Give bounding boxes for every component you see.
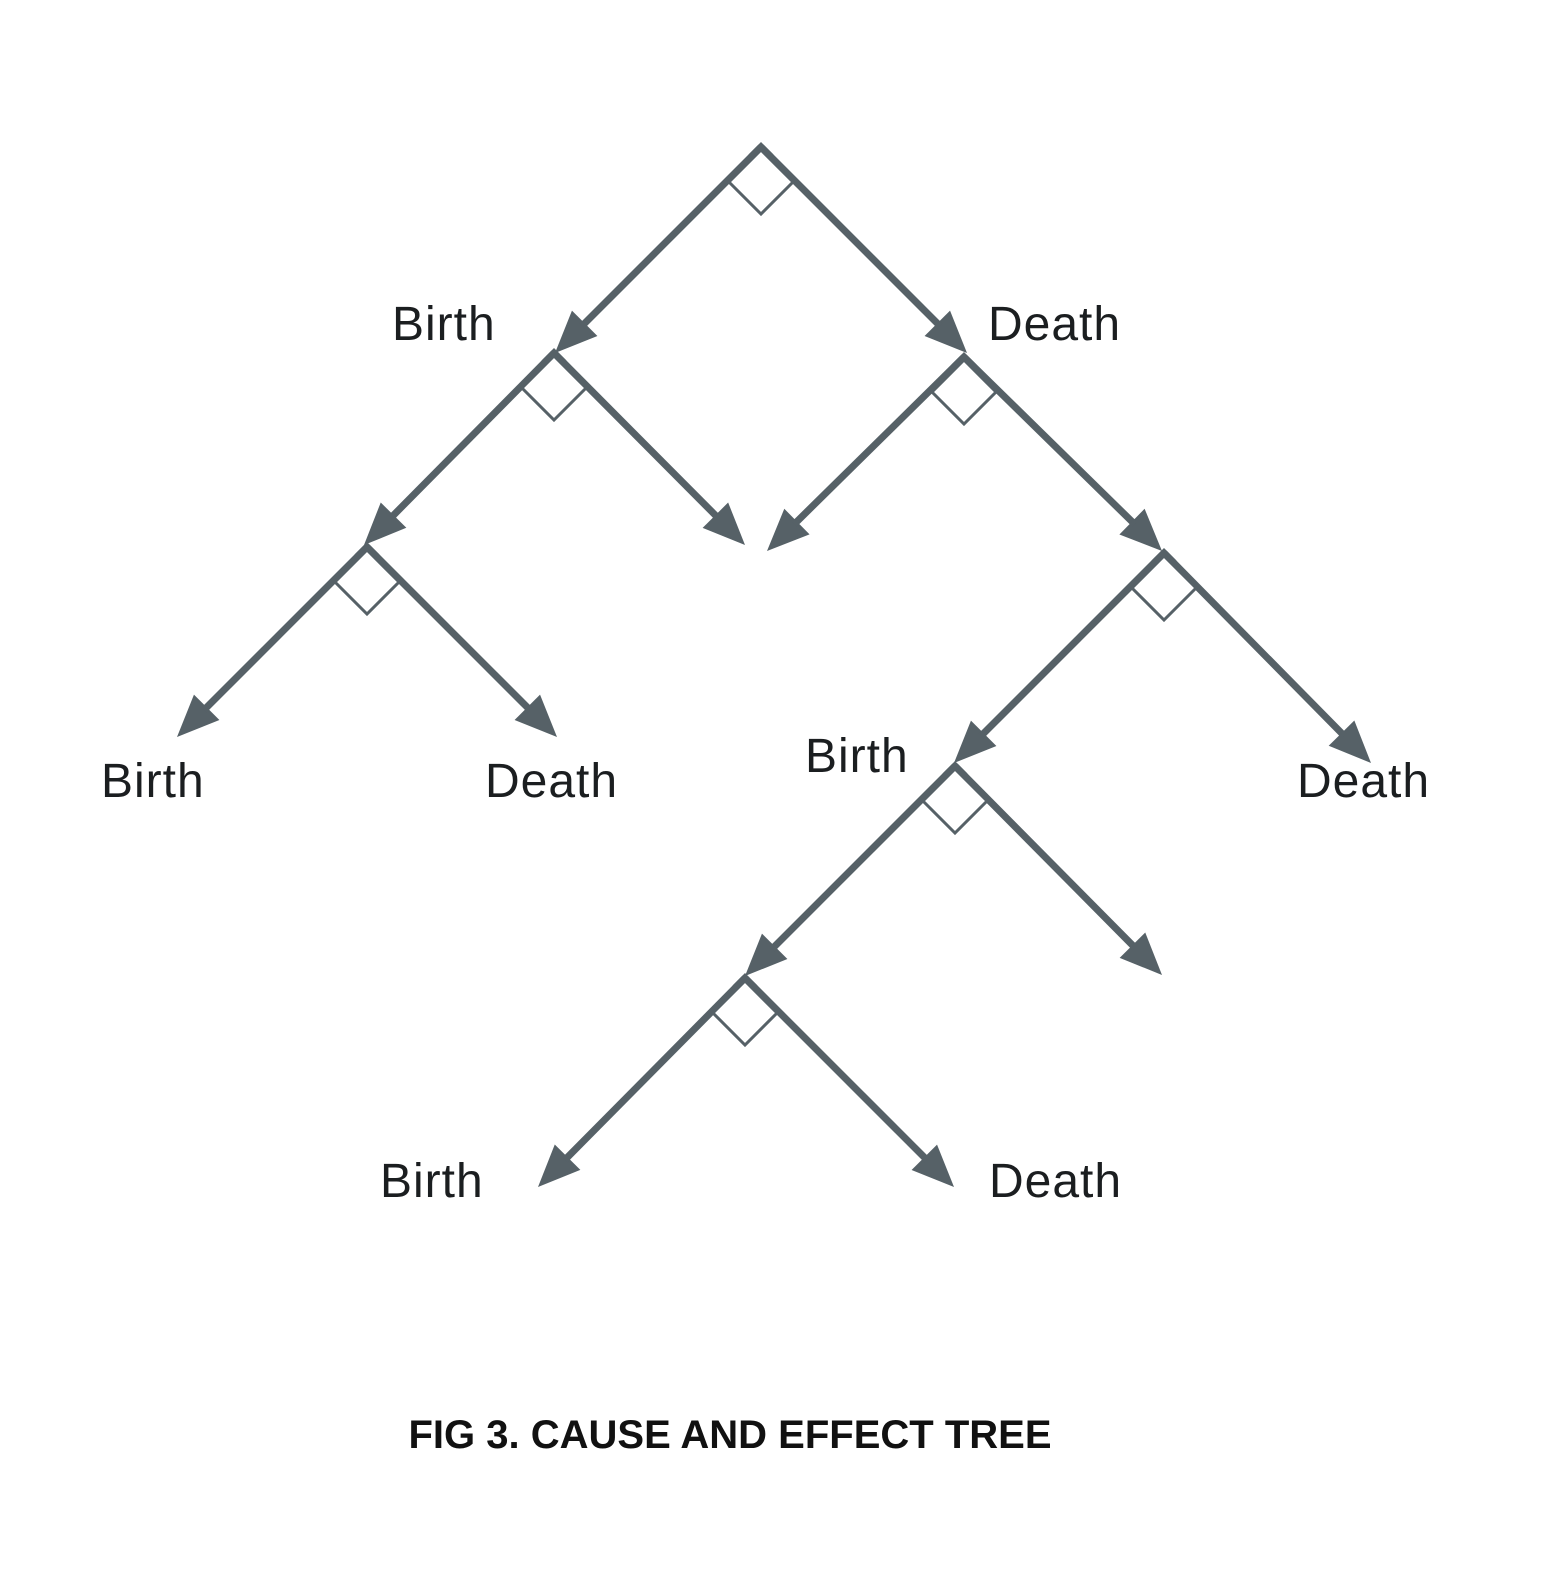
birth-l3-split-right-arrowhead <box>1119 932 1162 975</box>
death-l1-split-left-arrowhead <box>767 508 810 551</box>
birth-l1-split-left-arrowhead <box>364 502 407 545</box>
death-l1-split-diamond-icon <box>929 357 999 427</box>
birth-l3-split-right-branch <box>952 763 1138 951</box>
birth-l4-split-diamond-icon <box>710 978 780 1048</box>
death-l2-split-apex <box>1151 548 1177 566</box>
birth-l4-split-left-branch <box>562 975 748 1163</box>
root-split-right-arrowhead <box>924 310 967 353</box>
tree-branches <box>177 142 1371 1187</box>
node-label-birth-l3-left: Birth <box>101 755 205 808</box>
birth-l4-split-left-arrowhead <box>538 1144 581 1187</box>
birth-l2-split-left-arrowhead <box>177 694 220 737</box>
root-split-apex <box>748 142 774 160</box>
node-label-birth-bottom: Birth <box>380 1155 484 1208</box>
birth-l1-split-left-branch <box>388 350 557 521</box>
birth-l4-split-right-arrowhead <box>911 1144 954 1187</box>
node-label-death-l3-right: Death <box>1297 755 1430 808</box>
birth-l1-split-right-arrowhead <box>702 502 745 545</box>
tree-labels: Birth Death Birth Death Birth Death Birt… <box>101 298 1430 1208</box>
birth-l3-split-left-branch <box>769 763 958 952</box>
death-l1-split-right-branch <box>961 354 1138 527</box>
figure-caption: FIG 3. CAUSE AND EFFECT TREE <box>408 1413 1051 1457</box>
birth-l1-split-diamond-icon <box>519 353 589 423</box>
birth-l4-split-right-branch <box>742 975 930 1163</box>
death-l2-split-left-branch <box>978 550 1167 739</box>
death-l2-split-right-branch <box>1161 550 1347 739</box>
birth-l2-split-left-branch <box>201 544 370 713</box>
death-l1-split-apex <box>951 352 977 370</box>
node-label-death-l1: Death <box>988 298 1121 351</box>
root-split-left-branch <box>579 144 764 329</box>
node-label-birth-l3-middle: Birth <box>805 730 909 783</box>
birth-l2-split-apex <box>354 542 380 560</box>
node-label-death-l3-left: Death <box>485 755 618 808</box>
root-split-left-arrowhead <box>555 310 598 353</box>
death-l2-split-right-arrowhead <box>1328 720 1371 763</box>
birth-l3-split-apex <box>942 761 968 779</box>
death-l1-split-right-arrowhead <box>1119 508 1162 551</box>
death-l1-split-left-branch <box>791 354 967 527</box>
death-l2-split-left-arrowhead <box>954 720 997 763</box>
birth-l2-split-diamond-icon <box>332 547 402 617</box>
birth-l2-split-right-arrowhead <box>514 694 557 737</box>
birth-l2-split-right-branch <box>364 544 533 713</box>
birth-l4-split-apex <box>732 973 758 991</box>
birth-l3-split-left-arrowhead <box>745 933 788 976</box>
root-split-diamond-icon <box>726 147 796 217</box>
birth-l1-split-right-branch <box>551 350 721 521</box>
root-split-right-branch <box>758 144 943 329</box>
birth-l3-split-diamond-icon <box>920 766 990 836</box>
death-l2-split-diamond-icon <box>1129 553 1199 623</box>
birth-l1-split-apex <box>541 348 567 366</box>
node-label-death-bottom: Death <box>989 1155 1122 1208</box>
node-label-birth-l1: Birth <box>392 298 496 351</box>
